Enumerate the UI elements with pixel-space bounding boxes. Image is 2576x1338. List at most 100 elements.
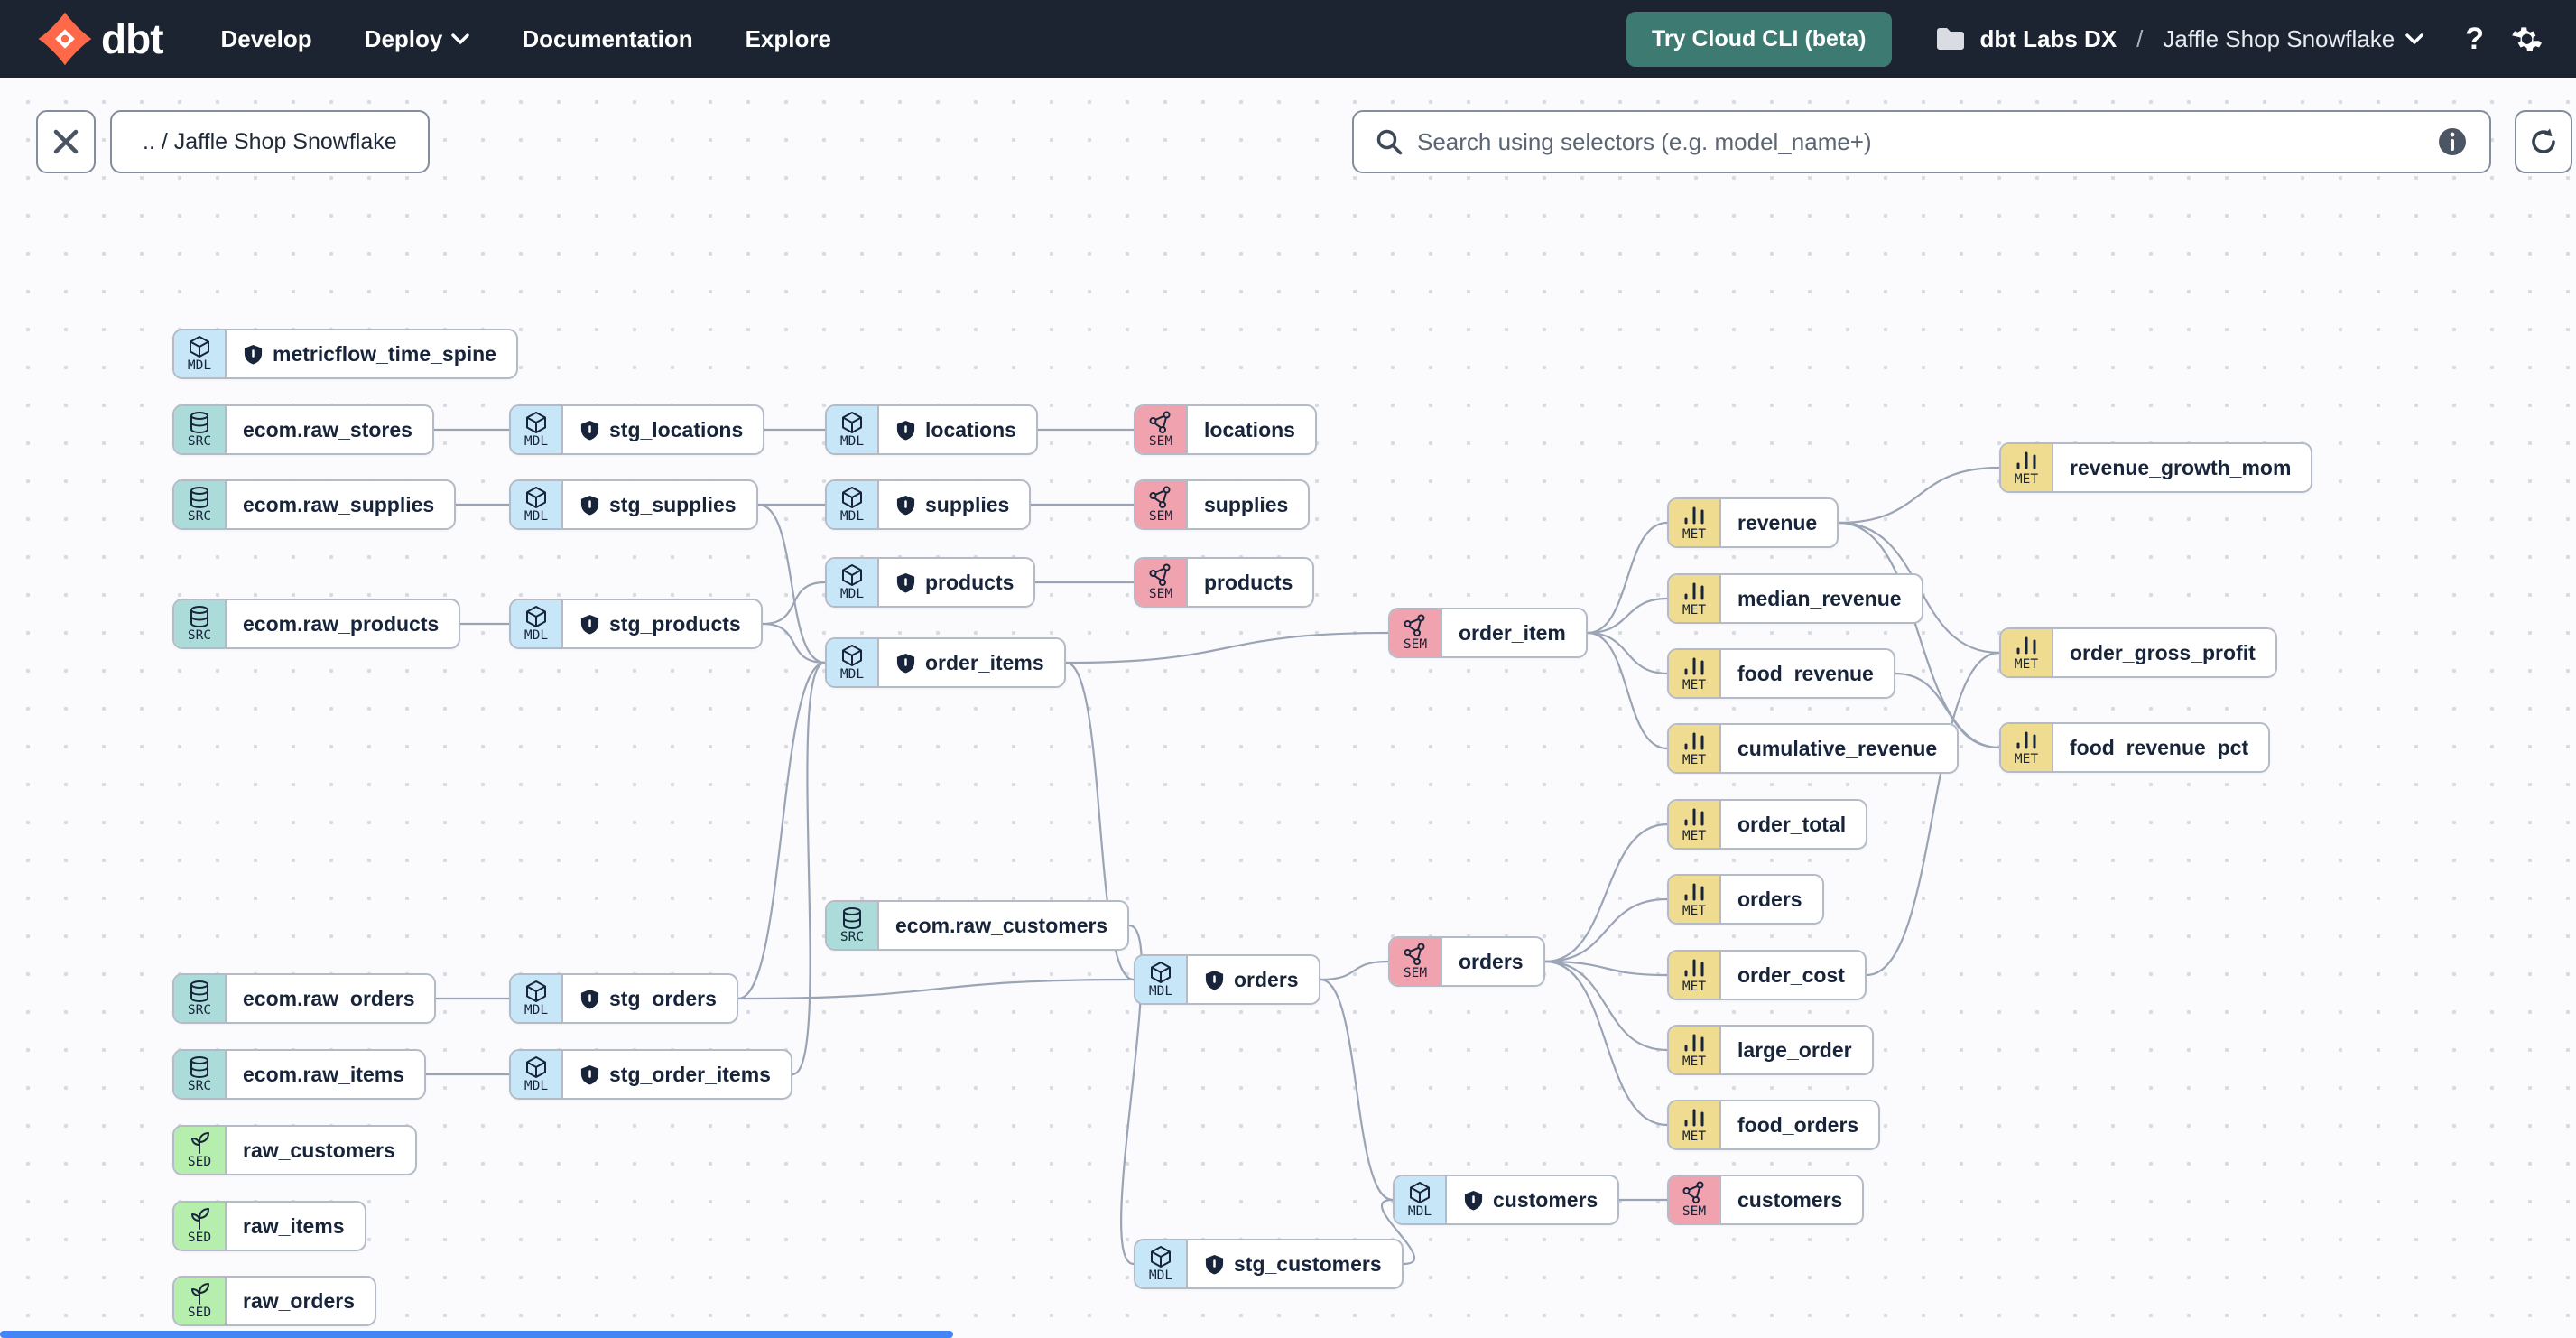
node-label: locations xyxy=(1204,417,1295,441)
node-label-area: median_revenue xyxy=(1721,575,1922,622)
metric-icon xyxy=(1684,1034,1704,1052)
node-label: food_revenue xyxy=(1737,661,1874,685)
node-type-label: MDL xyxy=(839,667,865,683)
node-label-area: stg_supplies xyxy=(563,481,756,528)
help-icon[interactable]: ? xyxy=(2465,21,2484,56)
node-label-area: supplies xyxy=(1188,481,1308,528)
node-type-label: MDL xyxy=(1148,1268,1173,1284)
node-type-label: MET xyxy=(2014,472,2039,488)
nav-documentation[interactable]: Documentation xyxy=(522,24,693,52)
metric-icon xyxy=(1684,883,1704,901)
node-label-area: stg_orders xyxy=(563,975,737,1022)
node-label-area: ecom.raw_products xyxy=(227,600,459,647)
node-type-chip: MET xyxy=(2001,724,2053,771)
refresh-icon xyxy=(2532,128,2555,153)
lineage-canvas[interactable] xyxy=(0,78,2576,1338)
node-type-label: MET xyxy=(1682,904,1707,919)
node-type-label: MDL xyxy=(1407,1204,1432,1220)
nav-explore[interactable]: Explore xyxy=(745,24,831,52)
model-icon xyxy=(842,564,862,587)
node-type-chip: MET xyxy=(1669,650,1721,697)
node-label-area: raw_orders xyxy=(227,1278,375,1324)
node-label-area: order_total xyxy=(1721,801,1866,848)
project-name-dropdown[interactable]: Jaffle Shop Snowflake xyxy=(2163,25,2423,53)
node-type-label: SED xyxy=(187,1305,212,1321)
graph-node-met_food_revenue[interactable]: MET food_revenue xyxy=(1667,648,1895,699)
graph-node-met_food_revenue_pct[interactable]: MET food_revenue_pct xyxy=(1999,722,2271,773)
model-icon xyxy=(1151,1246,1171,1268)
model-icon xyxy=(526,606,546,628)
metric-icon xyxy=(2016,731,2036,749)
node-label: large_order xyxy=(1737,1037,1852,1062)
refresh-button[interactable] xyxy=(2515,110,2572,173)
node-type-label: SRC xyxy=(187,1079,212,1094)
search-input[interactable] xyxy=(1417,127,2437,156)
gear-icon[interactable] xyxy=(2511,23,2544,55)
nav-develop[interactable]: Develop xyxy=(220,24,312,52)
node-type-chip: MET xyxy=(1669,725,1721,772)
lineage-breadcrumb[interactable]: .. / Jaffle Shop Snowflake xyxy=(110,110,430,173)
shield-icon xyxy=(244,344,263,365)
dbt-logo[interactable]: dbt xyxy=(38,12,164,66)
node-type-chip: MDL xyxy=(1135,1240,1188,1287)
close-lineage-button[interactable] xyxy=(36,110,96,173)
node-label: food_revenue_pct xyxy=(2070,735,2249,759)
node-type-chip: SED xyxy=(174,1278,227,1324)
node-type-chip: SRC xyxy=(174,600,227,647)
info-icon[interactable] xyxy=(2437,126,2468,157)
node-label: order_item xyxy=(1459,620,1566,645)
node-label-area: food_revenue xyxy=(1721,650,1894,697)
graph-node-mdl_stg_supplies[interactable]: MDL stg_supplies xyxy=(509,479,758,530)
try-cloud-cli-button[interactable]: Try Cloud CLI (beta) xyxy=(1626,11,1892,67)
metric-icon xyxy=(1684,808,1704,826)
nav-deploy[interactable]: Deploy xyxy=(365,25,470,53)
graph-node-sed_raw_orders[interactable]: SED raw_orders xyxy=(172,1276,377,1326)
node-label-area: order_item xyxy=(1442,609,1586,656)
node-type-label: MDL xyxy=(524,509,549,525)
lineage-edge xyxy=(1120,924,1143,1266)
node-type-chip: MET xyxy=(2001,444,2053,491)
account-name[interactable]: dbt Labs DX xyxy=(1979,24,2117,52)
close-icon xyxy=(53,129,79,154)
horizontal-scrollbar[interactable] xyxy=(0,1331,953,1338)
metric-icon xyxy=(2016,636,2036,655)
node-type-chip: SEM xyxy=(1669,1176,1721,1223)
seed-icon xyxy=(191,1208,209,1231)
